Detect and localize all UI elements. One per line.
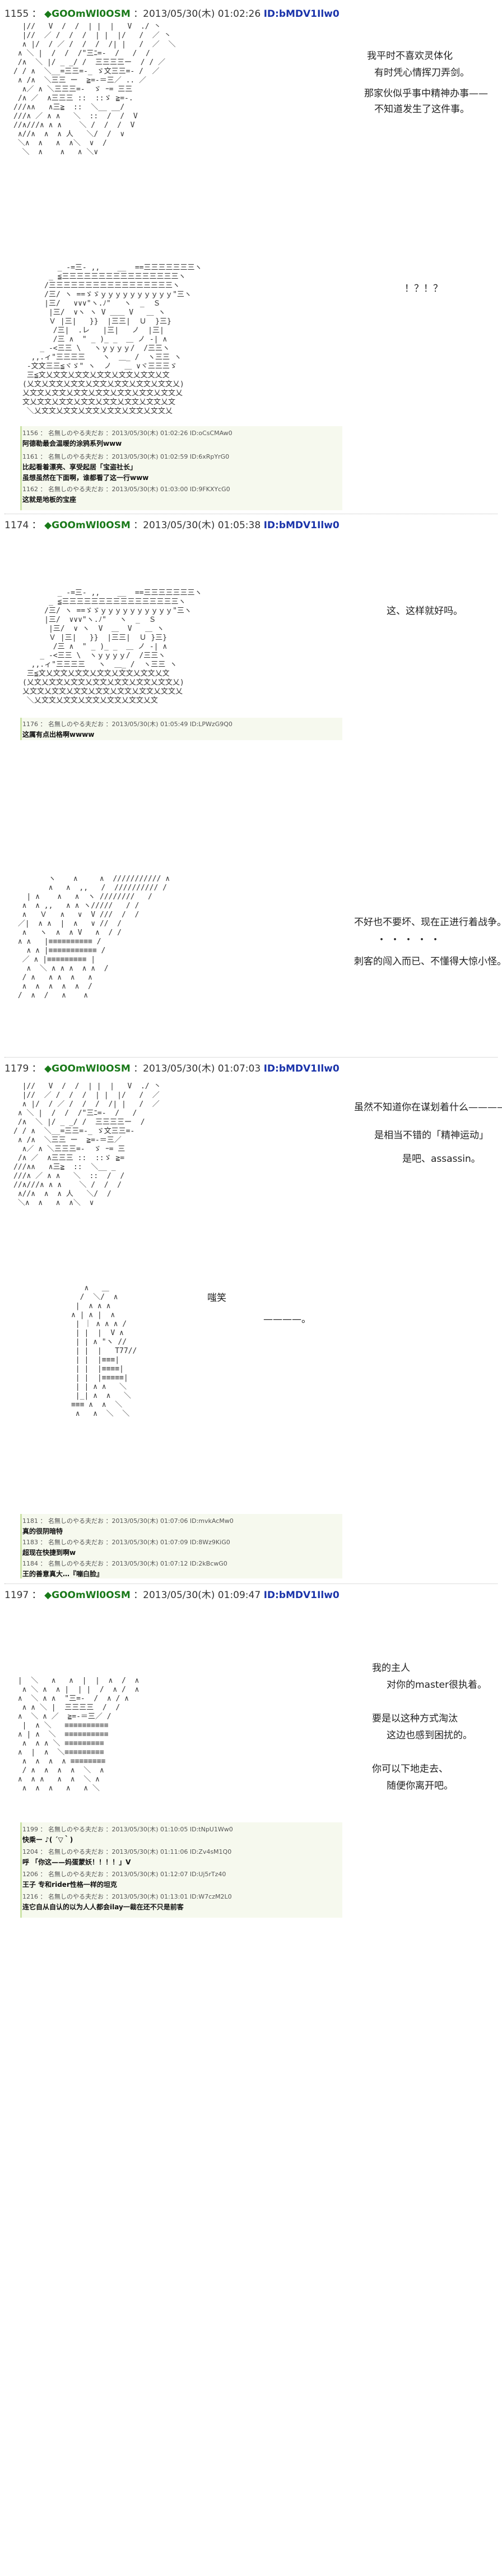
caption: 我的主人: [372, 1663, 410, 1674]
reply: 1156 ： 名無しのやる夫だお ：2013/05/30(木) 01:02:26…: [22, 428, 336, 448]
caption: 对你的master很执着。: [387, 1679, 487, 1691]
caption: 不好也不要坏、现在正进行着战争。: [354, 917, 502, 928]
reply-header: 1216 ： 名無しのやる夫だお ：2013/05/30(木) 01:13:01…: [22, 1893, 232, 1900]
reply: 1184 ： 名無しのやる夫だお ：2013/05/30(木) 01:07:12…: [22, 1559, 336, 1578]
ascii-art: _ -=三- ,, __ ==三三三三三三三ヽ _ ≦三三三三三三三三三三三三三…: [22, 264, 202, 416]
reply-body: 这厲有点出格啊wwww: [22, 731, 95, 738]
caption: ！？！？: [405, 283, 443, 294]
replies-block: [20, 1514, 342, 1578]
post-date: ：2013/05/30(木) 01:02:26: [133, 8, 261, 20]
reply-header: 1156 ： 名無しのやる夫だお ：2013/05/30(木) 01:02:26…: [22, 430, 233, 437]
reply-header: 1199 ： 名無しのやる夫だお ：2013/05/30(木) 01:10:05…: [22, 1826, 233, 1833]
reply-header: 1206 ： 名無しのやる夫だお ：2013/05/30(木) 01:12:07…: [22, 1871, 226, 1878]
post-header: 1174 ： ◆GOOmWl0OSM ：2013/05/30(木) 01:05:…: [4, 520, 340, 531]
reply-header: 1204 ： 名無しのやる夫だお ：2013/05/30(木) 01:11:06…: [22, 1848, 232, 1855]
poster-id[interactable]: ID:bMDV1Ilw0: [263, 1590, 340, 1601]
divider: [4, 1057, 498, 1058]
ascii-art: |// V / / | | | V ./ 丶 |// ／ / / / | | |…: [13, 1082, 161, 1207]
reply-body: 阿德勒最会温暖的涂鸦系列www: [22, 440, 122, 447]
reply: 1199 ： 名無しのやる夫だお ：2013/05/30(木) 01:10:05…: [22, 1825, 336, 1844]
ascii-art-panel: |// V / / | | | V ./ 丶 |// ／ / / / | | |…: [13, 1082, 350, 1214]
reply-body: 虽想虽然在下面啊，谁都看了这一行www: [22, 474, 149, 482]
reply: 1176 ： 名無しのやる夫だお ：2013/05/30(木) 01:05:49…: [22, 719, 336, 739]
caption: 有时凭心情挥刀弄剑。: [374, 67, 470, 79]
ascii-art: ヽ ∧ ∧ /////////// ∧ ∧ ∧ ,, / ////////// …: [17, 875, 170, 1000]
ascii-art-panel: ∧ ＿ / ＼/ ∧ | ∧ ∧ ∧ ∧ | ∧ | ∧ | ｜ ∧ ∧ ∧ /…: [45, 1284, 247, 1424]
poster-name[interactable]: ◆GOOmWl0OSM: [44, 520, 131, 531]
reply: 1206 ： 名無しのやる夫だお ：2013/05/30(木) 01:12:07…: [22, 1869, 336, 1889]
reply-body: 超现在快捷到啊w: [22, 1549, 76, 1557]
reply: 1162 ： 名無しのやる夫だお ：2013/05/30(木) 01:03:00…: [22, 484, 336, 504]
poster-id[interactable]: ID:bMDV1Ilw0: [263, 1063, 340, 1074]
caption: 随便你离开吧。: [387, 1780, 453, 1792]
reply-header: 1183 ： 名無しのやる夫だお ：2013/05/30(木) 01:07:09…: [22, 1539, 230, 1546]
caption: 要是以这种方式淘汰: [372, 1713, 458, 1724]
caption-dots: ・・・・・: [376, 934, 444, 946]
caption: 那家伙似乎事中精神办事——: [364, 88, 488, 99]
post-number: 1197: [4, 1590, 29, 1601]
reply-header: 1184 ： 名無しのやる夫だお ：2013/05/30(木) 01:07:12…: [22, 1560, 227, 1567]
ascii-art-panel: ヽ ∧ ∧ /////////// ∧ ∧ ∧ ,, / ////////// …: [13, 875, 361, 1015]
reply-header: 1161 ： 名無しのやる夫だお ：2013/05/30(木) 01:02:59…: [22, 453, 230, 460]
post-header: 1179 ： ◆GOOmWl0OSM ：2013/05/30(木) 01:07:…: [4, 1063, 340, 1074]
ascii-art-panel: _ -=三- ,, __ ==三三三三三三三ヽ _ ≦三三三三三三三三三三三三三…: [22, 589, 403, 712]
post-number: 1155: [4, 8, 29, 20]
reply-body: 快乘ー ♪( ´▽｀): [22, 1836, 73, 1844]
ascii-art-panel: |// V / / | | | V ./ 丶 |// ／ / / / | | |…: [13, 22, 361, 174]
reply-body: 王子 专和rider性格一样的坦克: [22, 1881, 117, 1889]
reply-body: 王的善意真大…『嘣白脸』: [22, 1570, 104, 1578]
replies-block: [20, 426, 342, 510]
reply-body: 这就是地板的宝座: [22, 496, 77, 504]
reply: 1216 ： 名無しのやる夫だお ：2013/05/30(木) 01:13:01…: [22, 1892, 336, 1912]
reply-header: 1181 ： 名無しのやる夫だお ：2013/05/30(木) 01:07:06…: [22, 1517, 234, 1525]
ascii-art: | ＼ ∧ ∧ | | ∧ / ∧ ∧ ＼ ∧ ∧ | | | / ∧ / ∧ …: [17, 1677, 140, 1793]
ascii-art-panel: _ -=三- ,, __ ==三三三三三三三ヽ _ ≦三三三三三三三三三三三三三…: [22, 264, 403, 421]
caption: 虽然不知道你在谋划着什么————: [354, 1102, 502, 1113]
poster-id[interactable]: ID:bMDV1Ilw0: [263, 8, 340, 20]
ascii-art: ∧ ＿ / ＼/ ∧ | ∧ ∧ ∧ ∧ | ∧ | ∧ | ｜ ∧ ∧ ∧ /…: [71, 1284, 137, 1418]
reply-header: 1162 ： 名無しのやる夫だお ：2013/05/30(木) 01:03:00…: [22, 486, 230, 493]
reply: 1181 ： 名無しのやる夫だお ：2013/05/30(木) 01:07:06…: [22, 1516, 336, 1536]
reply-body: 真的很阴暗特: [22, 1527, 63, 1535]
reply: 1204 ： 名無しのやる夫だお ：2013/05/30(木) 01:11:06…: [22, 1847, 336, 1867]
caption: ————。: [263, 1314, 311, 1325]
ascii-art-panel: | ＼ ∧ ∧ | | ∧ / ∧ ∧ ＼ ∧ ∧ | | | / ∧ / ∧ …: [13, 1677, 361, 1811]
post-date: ：2013/05/30(木) 01:09:47: [133, 1590, 261, 1601]
reply-body: 比起看着漂亮、享受起居「宝盗社长」: [22, 463, 137, 471]
post-number: 1179: [4, 1063, 29, 1074]
ascii-art: |// V / / | | | V ./ 丶 |// ／ / / / | | |…: [13, 22, 176, 156]
post-header: 1155 ： ◆GOOmWl0OSM ：2013/05/30(木) 01:02:…: [4, 8, 340, 20]
reply: 1183 ： 名無しのやる夫だお ：2013/05/30(木) 01:07:09…: [22, 1538, 336, 1557]
replies-block: [20, 718, 342, 740]
reply-body: 呼 「你这——妈蛋蒙妖！！！！」V: [22, 1858, 131, 1866]
post-date: ：2013/05/30(木) 01:05:38: [133, 520, 261, 531]
poster-id[interactable]: ID:bMDV1Ilw0: [263, 520, 340, 531]
caption: 嗤笑: [207, 1292, 226, 1304]
caption: 这边也感到困扰的。: [387, 1730, 472, 1741]
caption: 不知道发生了这件事。: [374, 104, 470, 115]
poster-name[interactable]: ◆GOOmWl0OSM: [44, 8, 131, 20]
caption: 是吧、assassin。: [402, 1153, 481, 1165]
caption: 是相当不错的「精神运动」: [374, 1130, 489, 1141]
caption: 刺客的闯入而已、不懂得大惊小怪。: [354, 956, 502, 967]
post-header: 1197 ： ◆GOOmWl0OSM ：2013/05/30(木) 01:09:…: [4, 1590, 340, 1601]
poster-name[interactable]: ◆GOOmWl0OSM: [44, 1063, 131, 1074]
caption: 你可以下地走去、: [372, 1764, 448, 1775]
post-date: ：2013/05/30(木) 01:07:03: [133, 1063, 261, 1074]
replies-block: [20, 1822, 342, 1918]
poster-name[interactable]: ◆GOOmWl0OSM: [44, 1590, 131, 1601]
reply-header: 1176 ： 名無しのやる夫だお ：2013/05/30(木) 01:05:49…: [22, 721, 233, 728]
ascii-art: _ -=三- ,, __ ==三三三三三三三ヽ _ ≦三三三三三三三三三三三三三…: [22, 589, 202, 705]
caption: 我平时不喜欢灵体化: [367, 50, 453, 62]
reply: 1161 ： 名無しのやる夫だお ：2013/05/30(木) 01:02:59…: [22, 452, 336, 482]
reply-body: 连它自从自认的以为人人都会ilay一裁在还不只是前客: [22, 1903, 184, 1911]
caption: 这、这样就好吗。: [387, 606, 463, 617]
post-number: 1174: [4, 520, 29, 531]
